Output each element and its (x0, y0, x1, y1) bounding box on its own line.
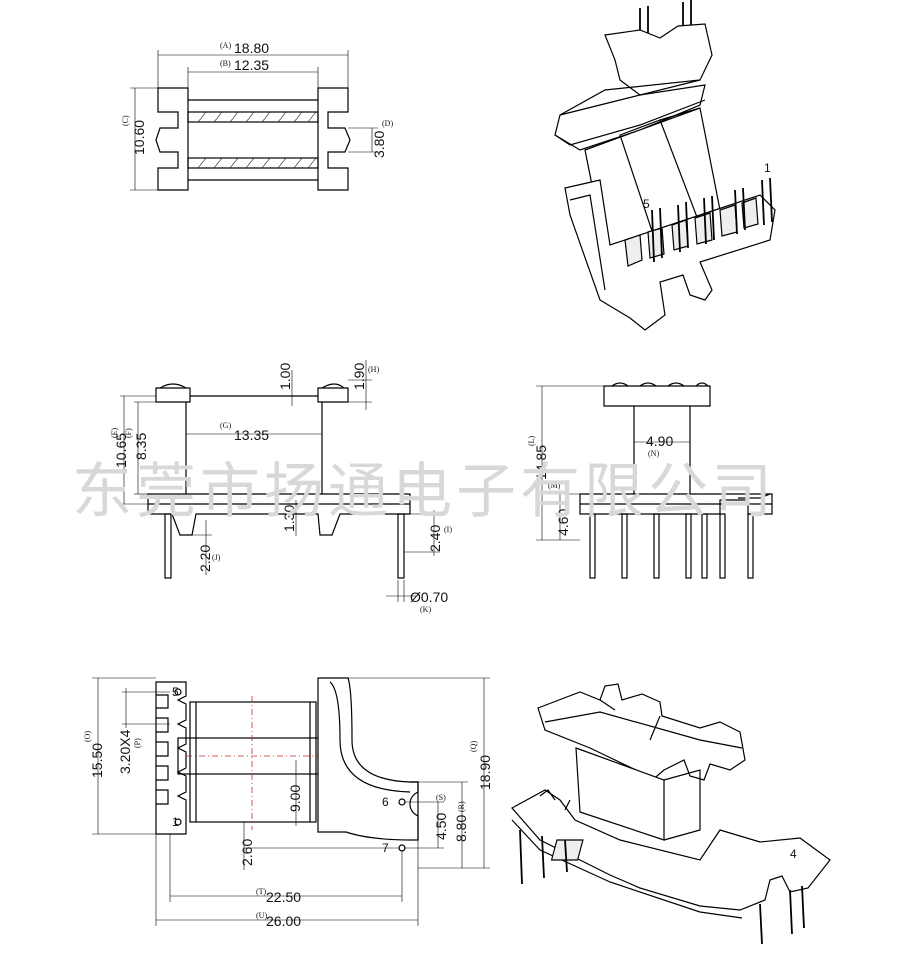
dim-n-value: 4.90 (646, 433, 673, 449)
dim-m-value: 4.60 (555, 509, 571, 536)
dim-h-inner: 1.00 (277, 363, 293, 390)
dim-s-value: 4.50 (433, 813, 449, 840)
dim-t-tag: (T) (256, 887, 267, 896)
dim-q-tag: (Q) (469, 741, 478, 752)
pin-label-1: 1 (172, 815, 179, 829)
iso-pin-label-5: 5 (643, 197, 650, 211)
dim-m-tag: (M) (548, 481, 561, 490)
dim-n-tag: (N) (648, 449, 659, 458)
iso-view-bottom: 4 (511, 683, 831, 945)
dim-o-value: 15.50 (89, 743, 105, 778)
dim-r-value: 8.80 (453, 815, 469, 842)
dim-c-tag: (C) (121, 115, 130, 126)
iso-pins (624, 177, 773, 267)
dim-j-tag: (J) (212, 553, 221, 562)
bottom-view: 5 1 6 7 (O) 15.50 3.20X4 (P) (Q) 18.90 (83, 677, 493, 929)
dim-h-tag: (H) (368, 365, 379, 374)
dim-u-value: 26.00 (266, 913, 301, 929)
dim-i-value: 2.40 (427, 525, 443, 552)
top-view: (A) 18.80 (B) 12.35 (C) 10.60 3.80 (D) (121, 40, 393, 191)
dim-b-value: 12.35 (234, 57, 269, 73)
dim-a-value: 18.80 (234, 40, 269, 56)
dim-p-value: 3.20X4 (117, 729, 133, 774)
pin-label-6: 6 (382, 795, 389, 809)
dim-low: 2.60 (239, 839, 255, 866)
dim-g-tag: (G) (220, 421, 231, 430)
dim-h-value: 1.90 (351, 363, 367, 390)
dim-p-tag: (P) (133, 738, 142, 748)
iso-pin-label-1: 1 (764, 161, 771, 175)
iso-view-top: 1 5 (554, 0, 776, 331)
dim-s-tag: (S) (436, 793, 446, 802)
dim-u-tag: (U) (256, 911, 267, 920)
dim-e-value: 10.65 (113, 433, 129, 468)
iso-pin-label-4: 4 (790, 847, 797, 861)
dim-k-tag: (K) (420, 605, 431, 614)
company-watermark: 东莞市扬通电子有限公司 (72, 457, 776, 527)
hatch-top (197, 111, 317, 169)
dim-d-value: 3.80 (371, 131, 387, 158)
dim-l-tag: (L) (527, 435, 536, 446)
dim-f-value: 8.35 (133, 433, 149, 460)
dim-k-value: Ø0.70 (410, 589, 448, 605)
dim-g-value: 13.35 (234, 427, 269, 443)
dim-o-tag: (O) (83, 731, 92, 742)
dim-mid: 1.30 (281, 505, 297, 532)
dim-r-tag: (R) (457, 801, 466, 812)
dim-a-tag: (A) (220, 41, 231, 50)
dim-e-tag: (E) (110, 427, 119, 438)
side-view: (L) 14.85 4.90 (N) (M) 4.60 (527, 382, 773, 579)
front-view: 1.90 (H) 1.00 (E) 10.65 (F) 8.35 (G) 13.… (110, 360, 452, 614)
pin-label-5: 5 (172, 685, 179, 699)
dim-c-value: 10.60 (131, 120, 147, 155)
dim-t-value: 22.50 (266, 889, 301, 905)
dim-f-tag: (F) (124, 428, 133, 438)
dim-b-tag: (B) (220, 59, 231, 68)
dim-q-value: 18.90 (477, 755, 493, 790)
dim-l-value: 14.85 (533, 445, 549, 480)
dim-d-tag: (D) (382, 119, 393, 128)
dim-j-value: 2.20 (197, 545, 213, 572)
dim-i-tag: (I) (444, 525, 452, 534)
dim-inner: 9.00 (287, 785, 303, 812)
